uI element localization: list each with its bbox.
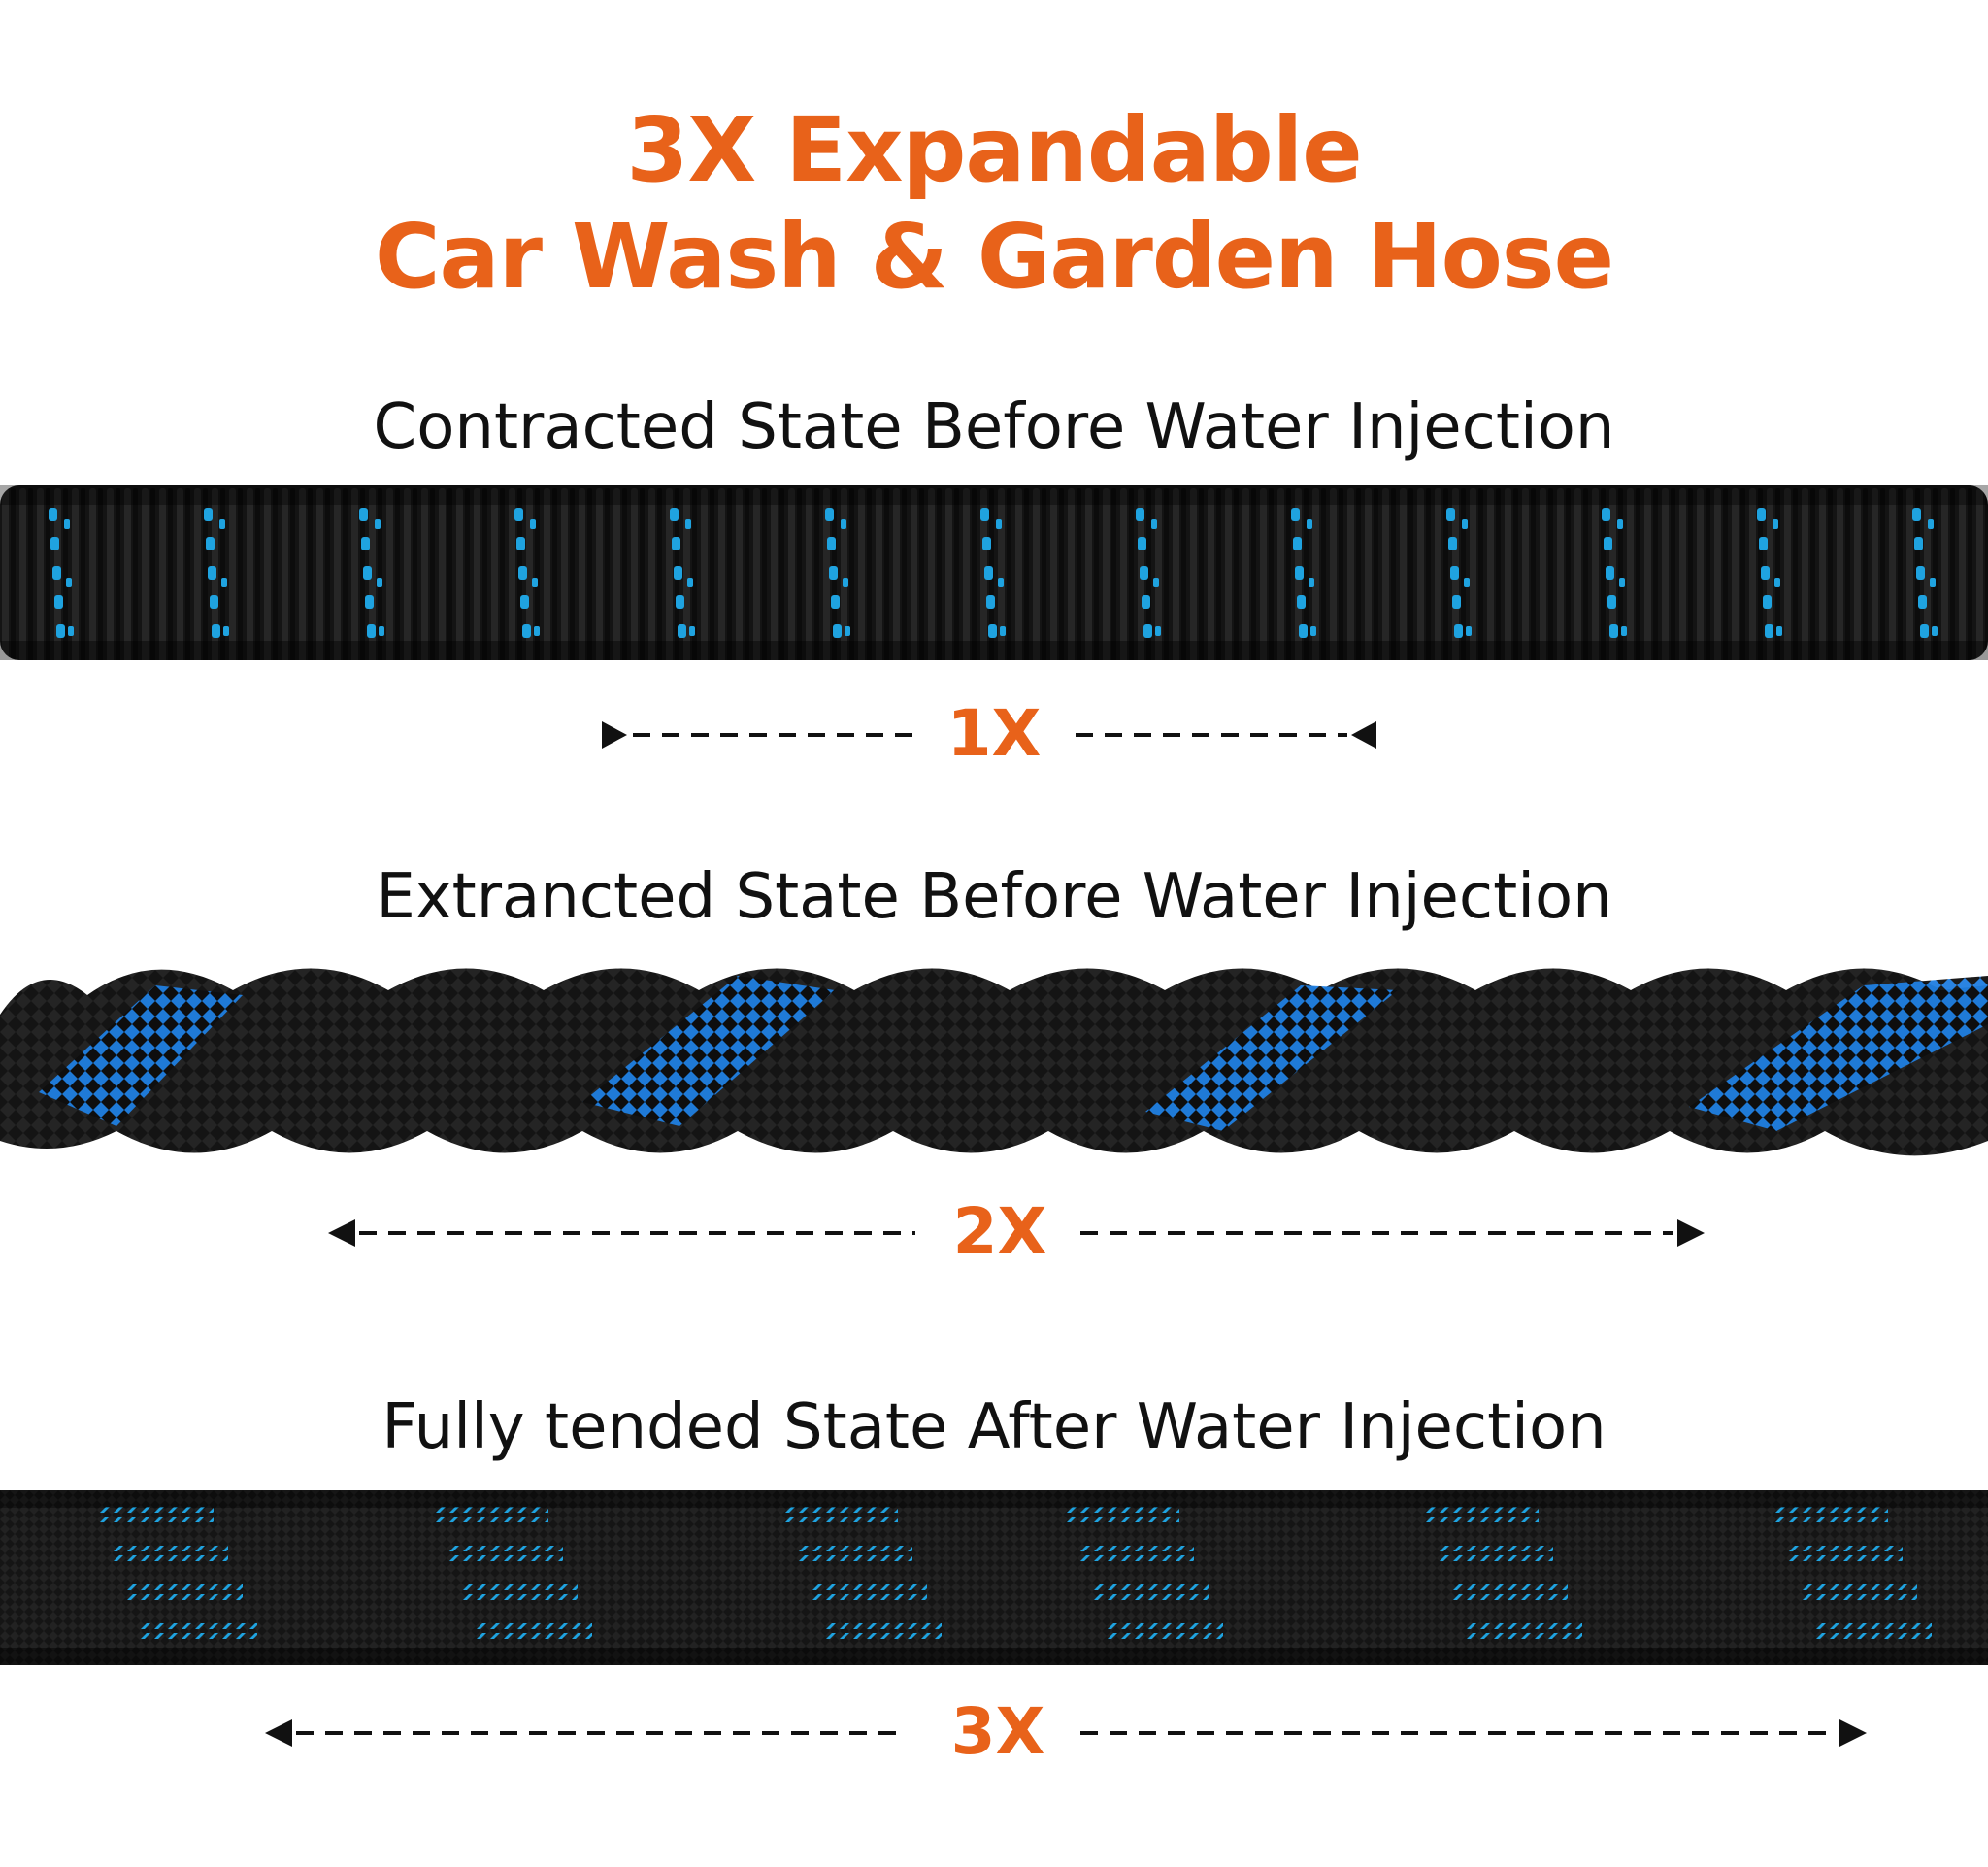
extended-hose-image — [0, 968, 1988, 1156]
contracted-hose-image — [0, 485, 1988, 660]
measure-2x-line — [328, 1219, 1705, 1247]
title-line-1: 3X Expandable — [626, 98, 1362, 202]
title-line-2: Car Wash & Garden Hose — [375, 205, 1614, 309]
measure-1x-line — [602, 721, 1376, 749]
multiplier-2x: 2X — [952, 1194, 1047, 1269]
state-2-caption: Extrancted State Before Water Injection — [376, 861, 1612, 933]
state-3-caption: Fully tended State After Water Injection — [381, 1391, 1607, 1463]
full-hose-image — [0, 1490, 1988, 1665]
multiplier-3x: 3X — [950, 1694, 1045, 1769]
measure-3x-line — [265, 1719, 1867, 1747]
state-1-caption: Contracted State Before Water Injection — [373, 391, 1615, 463]
multiplier-1x: 1X — [946, 696, 1042, 771]
